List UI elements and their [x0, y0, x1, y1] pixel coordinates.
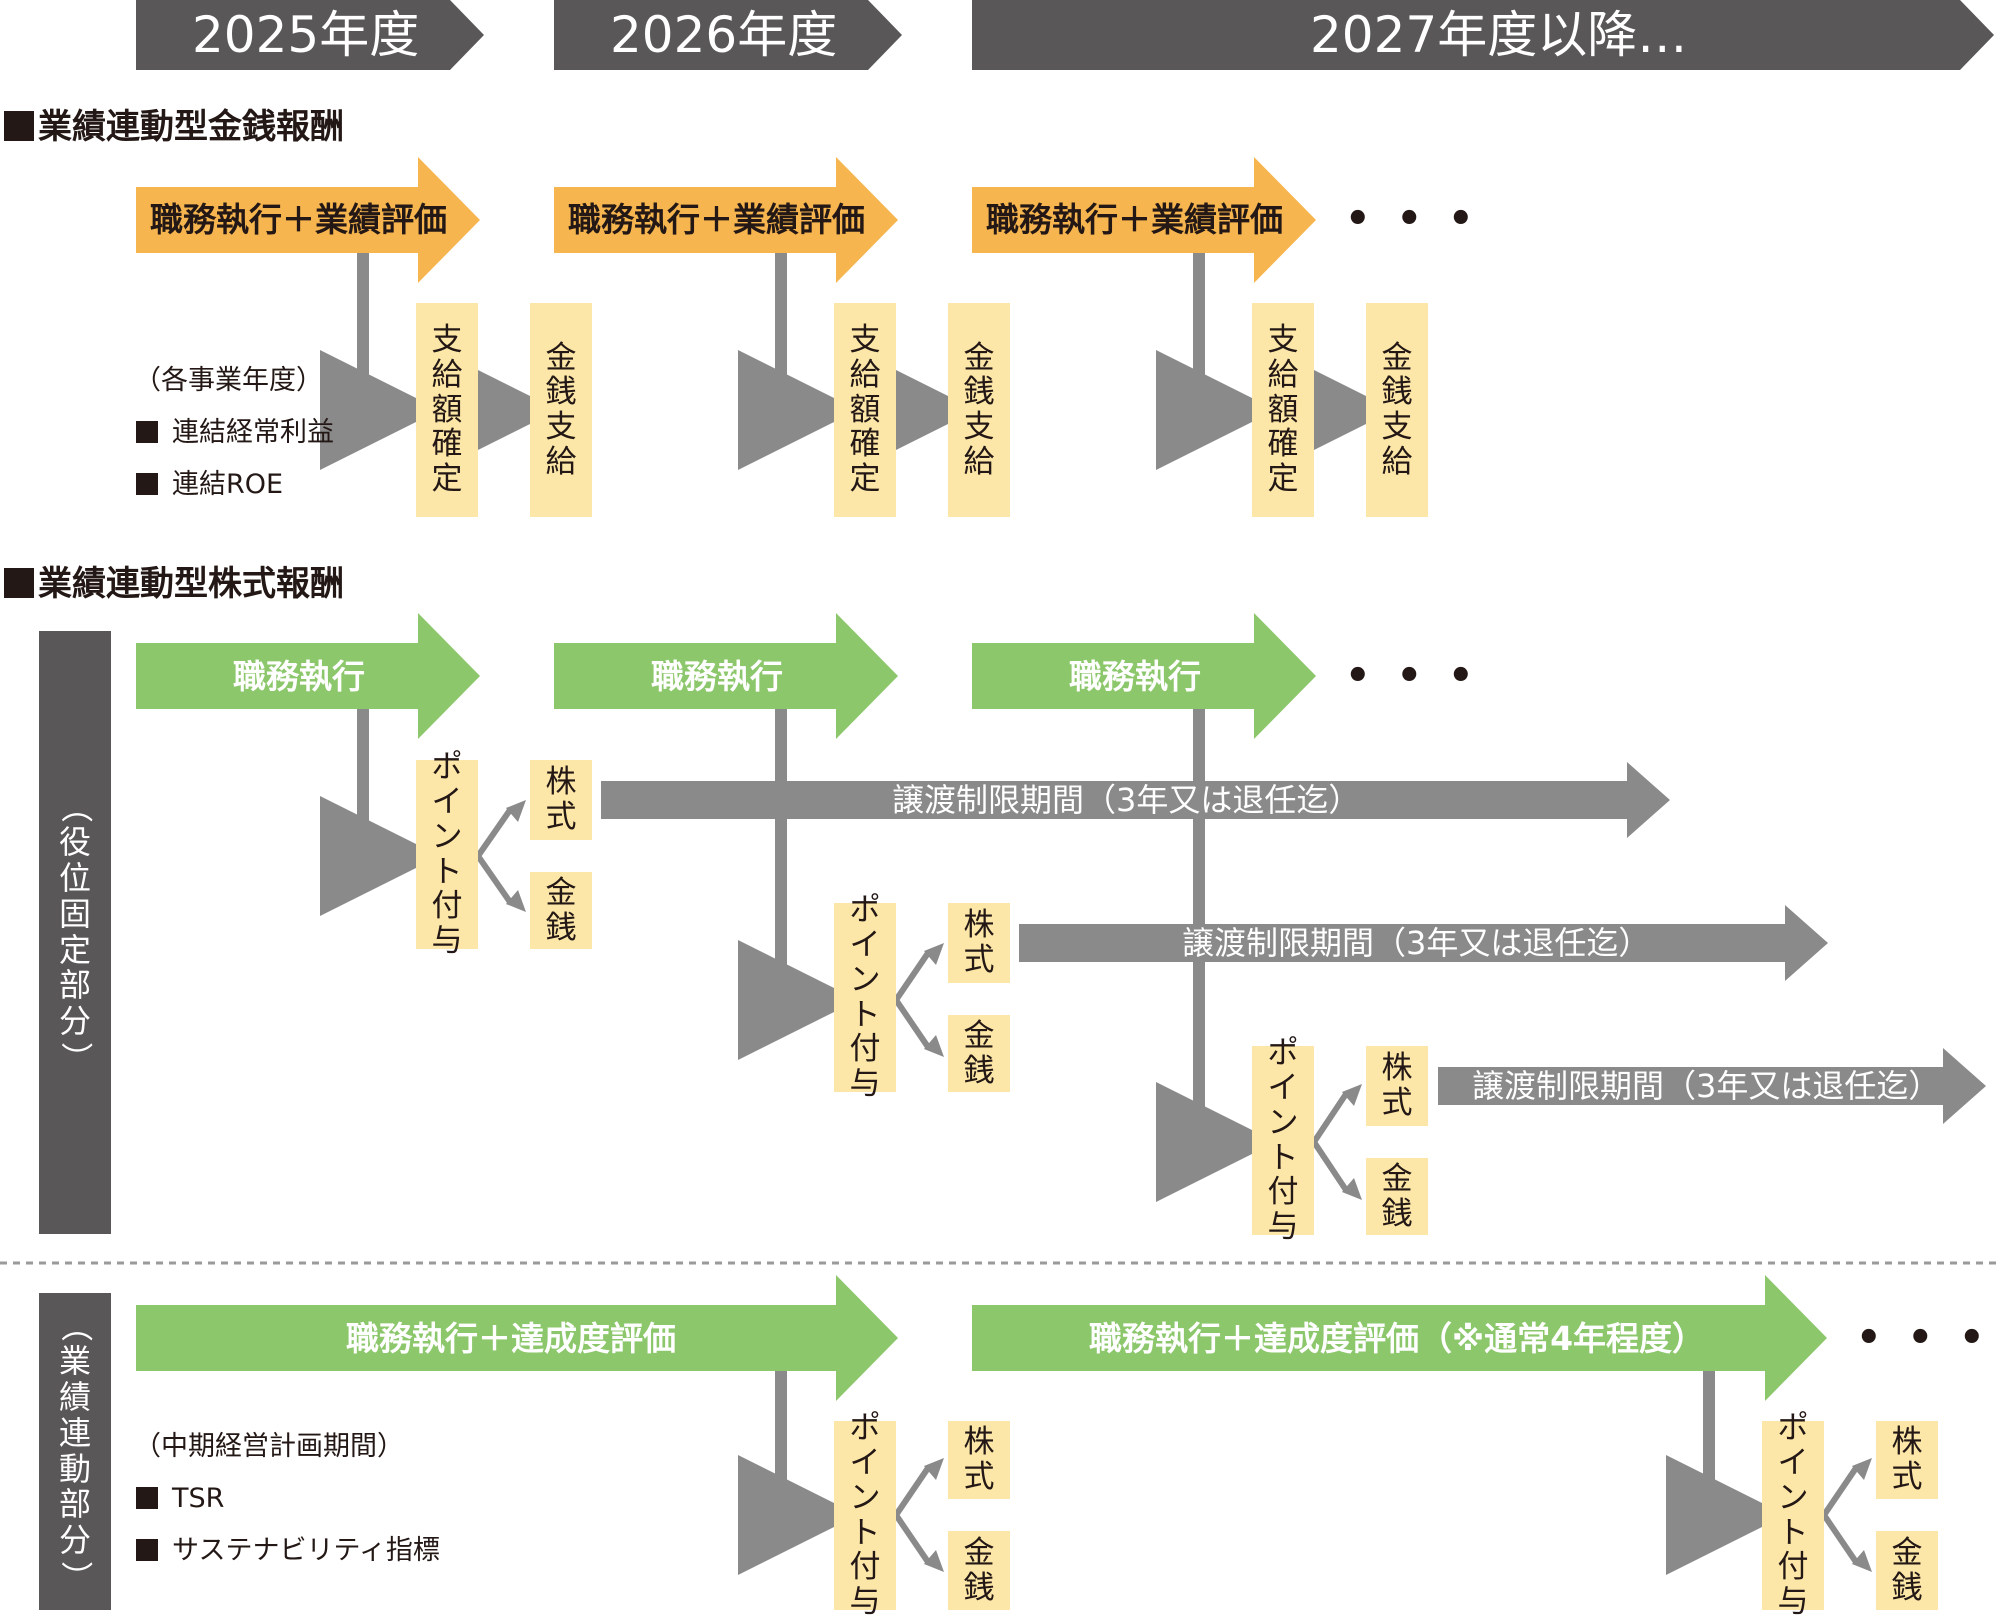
monetary-connectors [320, 253, 1394, 470]
box-stock-performance-1: 株式 [948, 1421, 1010, 1499]
side-label-fixed-part: （役位固定部分） [39, 631, 111, 1234]
green-arrow-fixed-2 [554, 613, 898, 739]
restriction-arrow-1 [601, 762, 1670, 838]
box-cash-payment-2: 金銭支給 [948, 303, 1010, 517]
ellipsis-monetary: • • • [1345, 196, 1480, 242]
year-label-2025: 2025年度 [192, 6, 420, 64]
square-bullet-icon [136, 1487, 158, 1509]
green-arrow-performance-2 [972, 1275, 1827, 1401]
square-bullet-icon [136, 473, 158, 495]
performance-part-branches [892, 1466, 1859, 1564]
green-arrow-label-performance-2: 職務執行＋達成度評価（※通常4年程度） [1089, 1319, 1706, 1358]
orange-arrow-1 [136, 157, 480, 283]
restriction-label-3: 譲渡制限期間（3年又は退任迄） [1472, 1067, 1941, 1105]
green-arrow-label-fixed-1: 職務執行 [233, 657, 365, 696]
box-points-granted-performance-2: ポイント付与 [1762, 1411, 1824, 1619]
square-bullet-icon [136, 1539, 158, 1561]
monetary-note-item-1: 連結経常利益 [136, 419, 334, 446]
box-stock-1: 株式 [530, 760, 592, 840]
year-label-2026: 2026年度 [610, 6, 838, 64]
ellipsis-fixed-part: • • • [1345, 653, 1480, 699]
box-stock-3: 株式 [1366, 1046, 1428, 1126]
box-cash-payment-1: 金銭支給 [530, 303, 592, 517]
performance-note-item-1: TSR [136, 1485, 224, 1512]
year-header-2025 [136, 0, 484, 70]
fixed-part-branches [474, 808, 1349, 1192]
performance-note-item-2: サステナビリティ指標 [136, 1537, 440, 1564]
performance-notes-header: （中期経営計画期間） [134, 1431, 404, 1462]
box-cash-performance-1: 金銭 [948, 1531, 1010, 1610]
restriction-arrow-2 [1019, 905, 1828, 981]
box-points-granted-performance-1: ポイント付与 [834, 1411, 896, 1619]
monetary-note-item-2: 連結ROE [136, 471, 283, 498]
orange-arrow-3 [972, 157, 1316, 283]
green-arrow-performance-1 [136, 1275, 898, 1401]
orange-arrow-label-2: 職務執行＋業績評価 [568, 200, 865, 239]
green-arrow-label-fixed-2: 職務執行 [651, 657, 783, 696]
box-points-granted-2: ポイント付与 [834, 893, 896, 1101]
box-cash-3: 金銭 [1366, 1158, 1428, 1235]
orange-arrow-label-1: 職務執行＋業績評価 [150, 200, 447, 239]
box-amount-confirmed-3: 支給額確定 [1252, 303, 1314, 517]
green-arrow-label-fixed-3: 職務執行 [1069, 657, 1201, 696]
restriction-arrow-3 [1438, 1048, 1986, 1124]
square-bullet-icon [4, 568, 34, 598]
monetary-notes-header: （各事業年度） [134, 365, 323, 396]
box-stock-2: 株式 [948, 903, 1010, 983]
box-cash-performance-2: 金銭 [1876, 1531, 1938, 1610]
restriction-label-2: 譲渡制限期間（3年又は退任迄） [1182, 924, 1651, 962]
box-points-granted-1: ポイント付与 [416, 750, 478, 958]
section-title-monetary: 業績連動型金銭報酬 [4, 110, 344, 144]
green-arrow-fixed-3 [972, 613, 1316, 739]
year-header-2027 [972, 0, 1994, 70]
box-points-granted-3: ポイント付与 [1252, 1036, 1314, 1244]
square-bullet-icon [136, 421, 158, 443]
orange-arrow-label-3: 職務執行＋業績評価 [986, 200, 1283, 239]
performance-part-branch-heads [924, 1458, 1872, 1572]
section-title-stock: 業績連動型株式報酬 [4, 567, 344, 601]
restriction-label-1: 譲渡制限期間（3年又は退任迄） [892, 781, 1361, 819]
year-header-2026 [554, 0, 902, 70]
fixed-part-connectors [320, 709, 1276, 1202]
side-label-performance-part: （業績連動部分） [39, 1293, 111, 1610]
year-label-2027-onward: 2027年度以降… [1310, 6, 1688, 64]
box-cash-2: 金銭 [948, 1015, 1010, 1092]
box-amount-confirmed-2: 支給額確定 [834, 303, 896, 517]
green-arrow-fixed-1 [136, 613, 480, 739]
orange-arrow-2 [554, 157, 898, 283]
square-bullet-icon [4, 111, 34, 141]
fixed-part-branch-heads [506, 800, 1362, 1200]
ellipsis-performance-part: • • • [1856, 1315, 1991, 1361]
box-cash-payment-3: 金銭支給 [1366, 303, 1428, 517]
box-cash-1: 金銭 [530, 872, 592, 949]
box-amount-confirmed-1: 支給額確定 [416, 303, 478, 517]
performance-part-connectors [738, 1371, 1786, 1575]
box-stock-performance-2: 株式 [1876, 1421, 1938, 1499]
green-arrow-label-performance-1: 職務執行＋達成度評価 [346, 1319, 676, 1358]
